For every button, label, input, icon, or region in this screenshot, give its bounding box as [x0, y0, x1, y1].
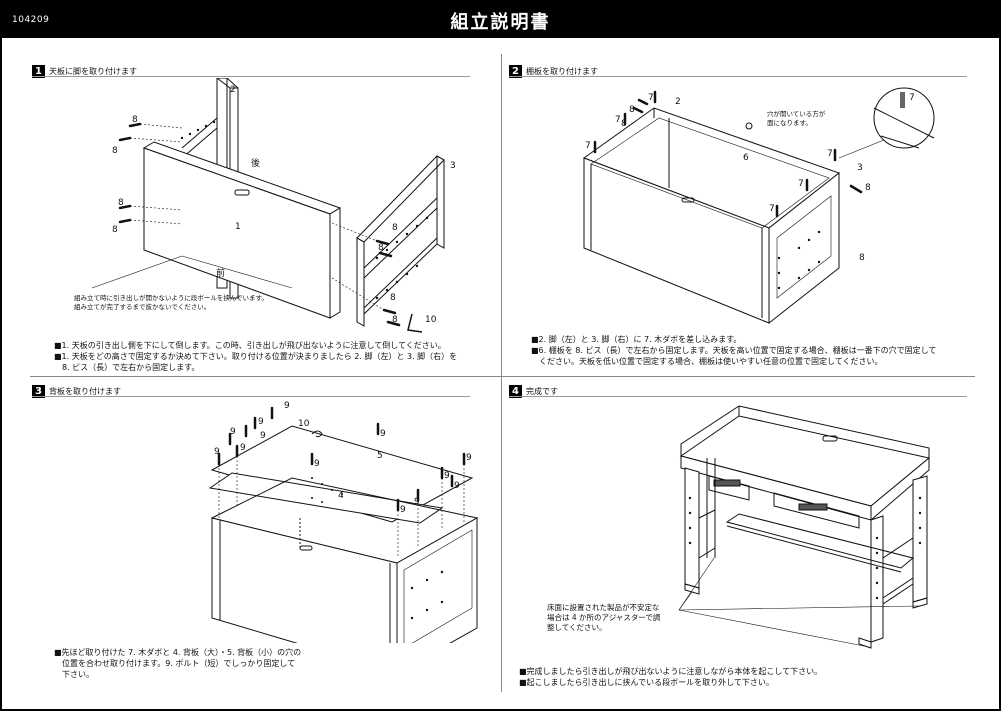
row-divider [30, 376, 975, 377]
step-3-label-bolt: 9 [260, 431, 266, 441]
step-3-label-bolt: 9 [380, 429, 386, 439]
step-4-callout-line-2: 場合は 4 か所のアジャスターで調 [547, 612, 660, 622]
step-2-diagram: 2 3 6 8 8 8 7 7 7 7 7 7 7 穴が開いている方が 面になり… [582, 87, 935, 325]
step-1-title: 天板に脚を取り付けます [49, 66, 137, 76]
step-1-heading: 1 天板に脚を取り付けます [32, 64, 137, 78]
step-3-label-bolt: 9 [284, 401, 290, 411]
step-3-label-bolt: 9 [466, 453, 472, 463]
column-divider [501, 54, 502, 692]
document-title: 組立説明書 [450, 12, 551, 33]
step-4-heading: 4 完成です [509, 384, 558, 398]
step-1-label-back: 後 [251, 157, 260, 169]
step-1-caption-line-2: 組み立てが完了するまで抜かないでください。 [74, 302, 210, 311]
step-3-rule [32, 396, 470, 397]
step-1-label-screw: 8 [112, 225, 118, 235]
step-1-label-screw: 8 [392, 315, 398, 325]
step-3: 3 背板を取り付けます [32, 384, 497, 689]
step-4-callout-line-1: 床面に設置された製品が不安定な [547, 602, 660, 612]
step-3-label-bolt: 9 [214, 447, 220, 457]
step-3-notes: ■先ほど取り付けた 7. 木ダボと 4. 背板（大）・5. 背板（小）の穴の 位… [54, 647, 354, 680]
step-2-notes: ■2. 脚（左）と 3. 脚（右）に 7. 木ダボを差し込みます。 ■6. 棚板… [531, 334, 976, 367]
step-3-label-bolt: 9 [258, 417, 264, 427]
step-2-label-dowel: 7 [798, 179, 804, 189]
step-4-rule [509, 396, 967, 397]
step-3-label-bolt: 9 [314, 459, 320, 469]
step-1-label-leg-left: 2 [230, 85, 236, 95]
step-3-label-bolt: 9 [444, 471, 450, 481]
step-2-label-dowel: 7 [827, 149, 833, 159]
step-3-label-back-large: 5 [377, 451, 383, 461]
step-2-label-dowel-detail: 7 [909, 93, 915, 103]
step-3-note: ■先ほど取り付けた 7. 木ダボと 4. 背板（大）・5. 背板（小）の穴の [54, 648, 302, 657]
step-1-note: 8. ビス（長）で左右から固定します。 [54, 363, 200, 372]
step-2-note: ■6. 棚板を 8. ビス（長）で左右から固定します。天板を高い位置で固定する場… [531, 346, 937, 355]
step-1-note: ■1. 天板をどの高さで固定するか決めて下さい。取り付ける位置が決まりましたら … [54, 352, 458, 361]
step-3-label-bolt: 9 [414, 497, 420, 507]
step-2-rule [509, 76, 967, 77]
step-3-note: 下さい。 [54, 670, 94, 679]
step-1-label-screw: 8 [390, 293, 396, 303]
step-3-label-wrench: 10 [298, 419, 310, 429]
step-2-callout-line-2: 面になります。 [767, 119, 812, 127]
step-1-notes: ■1. 天板の引き出し側を下にして倒します。この時、引き出しが飛び出ないように注… [54, 340, 494, 373]
step-3-heading: 3 背板を取り付けます [32, 384, 121, 398]
step-2-label-dowel: 7 [585, 141, 591, 151]
header-bar: 104209 組立説明書 [2, 2, 999, 38]
step-3-label-bolt: 9 [454, 481, 460, 491]
step-2-callout-line-1: 穴が開いている方が [767, 109, 826, 118]
step-1-label-screw: 8 [118, 198, 124, 208]
step-1-diagram: 2 3 1 8 8 8 8 8 8 8 8 10 後 前 組み立て時に引き出しが… [74, 78, 456, 333]
step-1-label-screw: 8 [132, 115, 138, 125]
step-2-label-screw: 8 [621, 119, 627, 129]
step-2-note: ください。天板を低い位置で固定する場合、棚板は使いやすい任意の位置で固定してくだ… [531, 357, 883, 366]
step-3-title: 背板を取り付けます [49, 386, 121, 396]
step-1-label-screw: 8 [378, 243, 384, 253]
step-1-label-screw: 8 [392, 223, 398, 233]
step-3-note: 位置を合わせ取り付けます。9. ボルト（短）でしっかり固定して [54, 659, 296, 668]
step-2-note: ■2. 脚（左）と 3. 脚（右）に 7. 木ダボを差し込みます。 [531, 335, 742, 344]
step-2-label-leg-left: 2 [675, 97, 681, 107]
step-1-label-leg-right: 3 [450, 161, 456, 171]
step-1-note: ■1. 天板の引き出し側を下にして倒します。この時、引き出しが飛び出ないように注… [54, 341, 446, 350]
step-2: 2 棚板を取り付けます [509, 64, 979, 374]
step-4-number: 4 [509, 384, 522, 398]
step-1-label-screw: 8 [112, 146, 118, 156]
step-3-diagram: 5 4 10 9 9 9 9 9 9 9 9 9 9 9 9 9 [208, 401, 479, 643]
step-4-notes: ■完成しましたら引き出しが飛び出ないように注意しながら本体を起こして下さい。 ■… [519, 666, 974, 688]
step-3-label-back-small: 4 [338, 491, 344, 501]
step-3-label-bolt: 9 [400, 505, 406, 515]
step-3-number: 3 [32, 384, 45, 398]
step-2-label-screw: 8 [629, 105, 635, 115]
step-1-label-top: 1 [235, 222, 241, 232]
step-2-label-dowel: 7 [769, 204, 775, 214]
step-4-title: 完成です [526, 386, 558, 396]
step-2-title: 棚板を取り付けます [526, 66, 598, 76]
step-4-note: ■完成しましたら引き出しが飛び出ないように注意しながら本体を起こして下さい。 [519, 667, 823, 676]
step-4-callout-line-3: 整してください。 [547, 622, 607, 632]
step-1-label-wrench: 10 [425, 315, 437, 325]
step-3-label-bolt: 9 [240, 443, 246, 453]
step-1-rule [32, 76, 470, 77]
step-2-label-screw: 8 [859, 253, 865, 263]
step-2-label-dowel: 7 [615, 115, 621, 125]
step-1-label-front: 前 [216, 267, 225, 279]
step-1-caption-line-1: 組み立て時に引き出しが開かないように段ボールを挟んでいます。 [74, 293, 268, 302]
step-1: 1 天板に脚を取り付けます [32, 64, 497, 374]
step-3-label-bolt: 9 [230, 427, 236, 437]
step-4-diagram: 床面に設置された製品が不安定な 場合は 4 か所のアジャスターで調 整してくださ… [547, 405, 931, 649]
document-id: 104209 [12, 15, 50, 25]
step-2-label-dowel: 7 [648, 93, 654, 103]
step-1-number: 1 [32, 64, 45, 78]
step-2-heading: 2 棚板を取り付けます [509, 64, 598, 78]
step-2-label-leg-right: 3 [857, 163, 863, 173]
step-2-number: 2 [509, 64, 522, 78]
step-2-label-screw: 8 [865, 183, 871, 193]
step-2-label-shelf: 6 [743, 153, 749, 163]
step-4-note: ■起こしましたら引き出しに挟んでいる段ボールを取り外して下さい。 [519, 678, 774, 687]
step-4: 4 完成です [509, 384, 979, 689]
